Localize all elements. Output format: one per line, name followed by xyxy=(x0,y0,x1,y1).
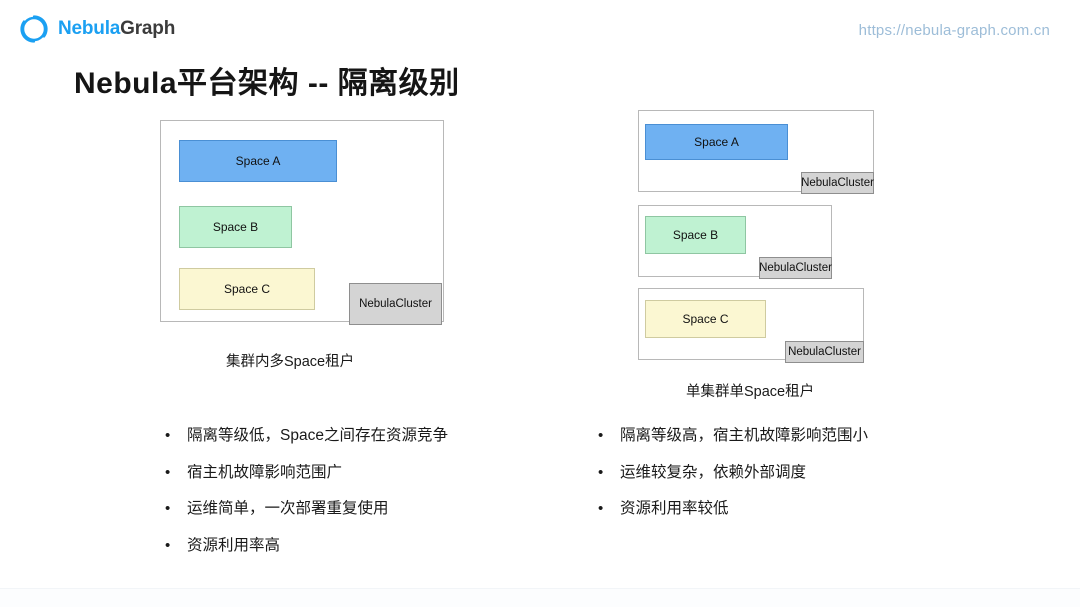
bullet-marker: • xyxy=(165,427,171,444)
brand-graph-text: Graph xyxy=(120,18,176,39)
left-space-c-label: Space C xyxy=(223,282,271,296)
list-item-text: 宿主机故障影响范围广 xyxy=(187,463,343,481)
list-item: • 资源利用率高 xyxy=(165,537,448,556)
brand-logo[interactable]: N NebulaGraph xyxy=(18,13,175,45)
right-diagram-caption: 单集群单Space租户 xyxy=(686,384,815,400)
right-panel-2-nebulacluster-label: NebulaCluster xyxy=(759,262,832,274)
right-panel-2-nebulacluster-tag[interactable]: NebulaCluster xyxy=(759,257,832,279)
svg-text:N: N xyxy=(30,24,38,36)
list-item-text: 隔离等级高，宿主机故障影响范围小 xyxy=(620,427,869,444)
list-item: • 隔离等级高，宿主机故障影响范围小 xyxy=(598,427,868,446)
left-nebulacluster-tag[interactable]: NebulaCluster xyxy=(349,283,442,325)
right-space-b-box[interactable]: Space B xyxy=(645,216,746,254)
right-space-a-label: Space A xyxy=(694,135,739,149)
list-item: • 宿主机故障影响范围广 xyxy=(165,464,448,483)
list-item-text: 资源利用率较低 xyxy=(620,500,729,518)
left-bullet-list: • 隔离等级低，Space之间存在资源竞争 • 宿主机故障影响范围广 • 运维简… xyxy=(165,427,448,573)
right-panel-1-nebulacluster-label: NebulaCluster xyxy=(801,177,874,189)
left-space-b-label: Space B xyxy=(212,220,259,234)
site-url[interactable]: https://nebula-graph.com.cn xyxy=(858,22,1050,39)
list-item: • 运维较复杂，依赖外部调度 xyxy=(598,464,868,483)
right-space-c-box[interactable]: Space C xyxy=(645,300,766,338)
left-space-b-box[interactable]: Space B xyxy=(179,206,292,248)
right-bullet-list: • 隔离等级高，宿主机故障影响范围小 • 运维较复杂，依赖外部调度 • 资源利用… xyxy=(598,427,868,537)
list-item: • 运维简单，一次部署重复使用 xyxy=(165,500,448,519)
list-item-text: 运维简单，一次部署重复使用 xyxy=(187,500,389,518)
page-title: Nebula平台架构 -- 隔离级别 xyxy=(74,67,460,100)
right-panel-3-nebulacluster-tag[interactable]: NebulaCluster xyxy=(785,341,864,363)
bullet-marker: • xyxy=(598,500,604,518)
left-diagram-caption: 集群内多Space租户 xyxy=(226,354,355,370)
bottom-divider xyxy=(0,588,1080,607)
brand-wordmark: NebulaGraph xyxy=(58,18,175,40)
bullet-marker: • xyxy=(598,463,604,481)
left-space-a-label: Space A xyxy=(235,154,281,168)
list-item: • 隔离等级低，Space之间存在资源竞争 xyxy=(165,427,448,446)
left-space-c-box[interactable]: Space C xyxy=(179,268,315,310)
bullet-marker: • xyxy=(165,536,171,554)
list-item-text: 隔离等级低，Space之间存在资源竞争 xyxy=(187,427,448,444)
list-item: • 资源利用率较低 xyxy=(598,500,868,519)
list-item-text: 资源利用率高 xyxy=(187,536,281,554)
nebula-ring-n-icon: N xyxy=(20,15,48,43)
right-space-a-box[interactable]: Space A xyxy=(645,124,788,160)
right-space-b-label: Space B xyxy=(672,228,719,242)
bullet-marker: • xyxy=(598,427,604,444)
left-space-a-box[interactable]: Space A xyxy=(179,140,337,182)
right-panel-1-nebulacluster-tag[interactable]: NebulaCluster xyxy=(801,172,874,194)
bullet-marker: • xyxy=(165,463,171,481)
right-space-c-label: Space C xyxy=(682,312,729,326)
bullet-marker: • xyxy=(165,500,171,518)
right-panel-3-nebulacluster-label: NebulaCluster xyxy=(788,346,861,358)
brand-nebula-text: Nebula xyxy=(58,18,121,39)
left-nebulacluster-label: NebulaCluster xyxy=(359,298,432,310)
list-item-text: 运维较复杂，依赖外部调度 xyxy=(620,463,807,481)
